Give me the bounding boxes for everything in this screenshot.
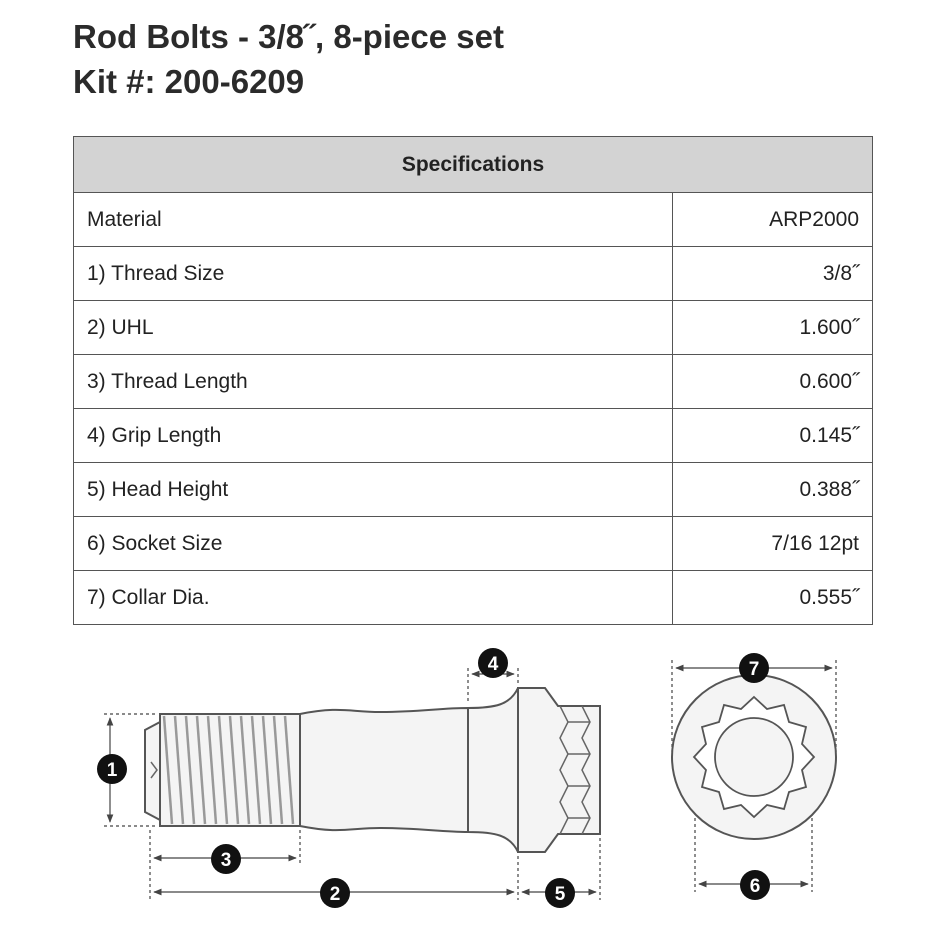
spec-label: 4) Grip Length [73,408,673,463]
spec-label: 2) UHL [73,300,673,355]
callout-1: 1 [97,754,127,784]
spec-value: 7/16 12pt [671,516,874,571]
spec-value: ARP2000 [671,192,874,247]
callout-3: 3 [211,844,241,874]
head-flutes [559,705,591,835]
spec-label: 5) Head Height [73,462,673,517]
callout-6-label: 6 [750,876,761,897]
bolt-tip [144,720,161,822]
thread-lines [162,715,295,825]
callouts: 1 2 3 4 5 6 7 [97,648,770,908]
spec-label: 3) Thread Length [73,354,673,409]
spec-value: 0.145˝ [671,408,874,463]
spec-label: 1) Thread Size [73,246,673,301]
product-title: Rod Bolts - 3/8˝, 8-piece set [73,18,504,55]
kit-number: Kit #: 200-6209 [73,63,305,100]
bolt-side-view [144,687,601,853]
spec-value: 1.600˝ [671,300,874,355]
callout-7: 7 [739,653,769,683]
callout-2-label: 2 [330,884,341,905]
spec-value: 0.388˝ [671,462,874,517]
callout-4-label: 4 [488,654,499,675]
callout-5: 5 [545,878,575,908]
spec-value: 0.555˝ [671,570,874,625]
table-header: Specifications [72,136,874,193]
spec-value: 0.600˝ [671,354,874,409]
bolt-collar [467,687,519,853]
bolt-end-view [671,674,837,840]
callout-5-label: 5 [555,884,566,905]
bolt-shank [299,706,469,834]
rod-bolt-diagram: 1 2 3 4 5 6 7 [97,648,837,908]
spec-label: 6) Socket Size [73,516,673,571]
bolt-head [517,687,601,853]
callout-1-label: 1 [107,760,118,781]
bolt-end-circle [714,717,794,797]
spec-label: Material [73,192,673,247]
tip-chevron [150,761,158,779]
table-row: 7) Collar Dia.0.555˝ [73,570,874,625]
callout-3-label: 3 [221,850,232,871]
callout-4: 4 [478,648,508,678]
callout-2: 2 [320,878,350,908]
table-header-row: Specifications [72,136,874,193]
spec-value: 3/8˝ [671,246,874,301]
callout-6: 6 [740,870,770,900]
callout-7-label: 7 [749,659,760,680]
spec-label: 7) Collar Dia. [73,570,673,625]
